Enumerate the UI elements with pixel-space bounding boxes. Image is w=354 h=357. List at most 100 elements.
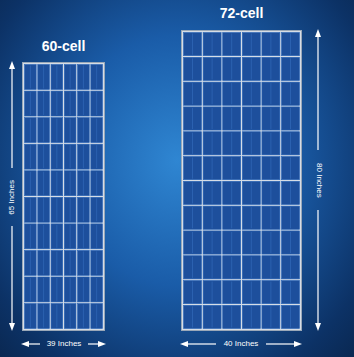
solar-cell <box>282 107 300 130</box>
busbar <box>43 305 44 328</box>
dimension-line <box>11 66 12 168</box>
solar-cell <box>25 144 37 169</box>
busbar <box>70 119 71 142</box>
solar-cell <box>51 171 63 196</box>
solar-cell <box>262 57 280 80</box>
solar-cell <box>242 82 260 105</box>
busbar <box>290 133 291 154</box>
solar-cell <box>25 277 37 302</box>
solar-cell <box>203 281 221 304</box>
solar-cell <box>223 107 241 130</box>
busbar <box>83 278 84 301</box>
solar-cell <box>184 305 202 328</box>
dimension-label: 40 Inches <box>222 340 261 349</box>
busbar <box>30 278 31 301</box>
busbar <box>212 306 213 327</box>
solar-cell <box>282 281 300 304</box>
solar-cell <box>64 277 76 302</box>
busbar <box>30 305 31 328</box>
solar-cell <box>184 157 202 180</box>
arrowhead <box>21 341 29 347</box>
solar-cell <box>282 82 300 105</box>
solar-cell <box>38 65 50 90</box>
busbar <box>192 83 193 104</box>
solar-cell <box>78 118 90 143</box>
solar-cell <box>223 305 241 328</box>
busbar <box>290 158 291 179</box>
busbar <box>96 251 97 274</box>
solar-cell <box>282 57 300 80</box>
arrowhead <box>98 341 106 347</box>
busbar <box>43 119 44 142</box>
solar-cell <box>282 231 300 254</box>
panel-heading: 60-cell <box>42 38 86 54</box>
solar-cell <box>25 118 37 143</box>
solar-cell <box>262 206 280 229</box>
solar-cell <box>262 181 280 204</box>
dimension-line <box>317 34 318 150</box>
solar-cell <box>51 277 63 302</box>
busbar <box>56 145 57 168</box>
busbar <box>270 306 271 327</box>
busbar <box>192 133 193 154</box>
solar-cell <box>51 250 63 275</box>
solar-cell <box>184 231 202 254</box>
busbar <box>231 282 232 303</box>
busbar <box>56 305 57 328</box>
solar-cell <box>242 281 260 304</box>
dimension-line <box>185 343 216 344</box>
solar-cell <box>51 91 63 116</box>
solar-cell <box>262 231 280 254</box>
busbar <box>96 119 97 142</box>
solar-cell <box>262 82 280 105</box>
solar-cell <box>38 224 50 249</box>
busbar <box>192 257 193 278</box>
busbar <box>56 225 57 248</box>
solar-cell <box>184 206 202 229</box>
busbar <box>290 306 291 327</box>
busbar <box>30 145 31 168</box>
solar-cell <box>51 65 63 90</box>
solar-cell <box>25 65 37 90</box>
busbar <box>270 34 271 55</box>
solar-cell <box>184 82 202 105</box>
solar-cell <box>38 304 50 329</box>
solar-cell <box>262 305 280 328</box>
busbar <box>43 92 44 115</box>
solar-cell <box>91 277 103 302</box>
busbar <box>212 207 213 228</box>
busbar <box>290 58 291 79</box>
solar-cell <box>262 281 280 304</box>
solar-cell <box>25 250 37 275</box>
solar-cell <box>91 65 103 90</box>
solar-cell <box>203 157 221 180</box>
solar-cell <box>262 132 280 155</box>
busbar <box>290 34 291 55</box>
solar-cell <box>203 256 221 279</box>
busbar <box>212 133 213 154</box>
busbar <box>83 119 84 142</box>
busbar <box>30 225 31 248</box>
panel-frame <box>23 63 105 331</box>
solar-cell <box>242 256 260 279</box>
solar-cell <box>78 144 90 169</box>
busbar <box>83 66 84 89</box>
busbar <box>56 66 57 89</box>
busbar <box>43 278 44 301</box>
arrowhead <box>180 341 188 347</box>
busbar <box>56 278 57 301</box>
busbar <box>30 198 31 221</box>
busbar <box>212 83 213 104</box>
solar-cell <box>51 304 63 329</box>
solar-panel: 60-cell <box>22 62 105 331</box>
arrowhead <box>315 29 321 37</box>
busbar <box>212 232 213 253</box>
busbar <box>43 66 44 89</box>
busbar <box>43 198 44 221</box>
busbar <box>56 172 57 195</box>
solar-cell <box>38 118 50 143</box>
panel-heading: 72-cell <box>220 5 264 21</box>
solar-cell <box>91 197 103 222</box>
solar-cell <box>203 107 221 130</box>
solar-cell <box>282 256 300 279</box>
